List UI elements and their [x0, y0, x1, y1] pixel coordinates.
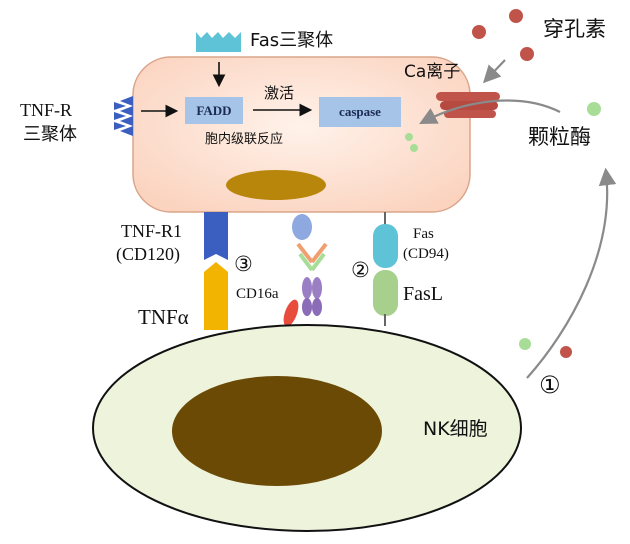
cascade-label: 胞内级联反应: [205, 132, 284, 147]
antigen-blob: [292, 214, 312, 240]
tnfr-trimer-label-line1: TNF-R: [20, 100, 73, 120]
cd16a-label: CD16a: [236, 286, 279, 302]
tnfr1-receptor: [204, 212, 228, 254]
cd16a-receptor: [283, 299, 299, 327]
tnfr-trimer-receptor-body: [114, 102, 126, 130]
tnf-alpha-label: TNFα: [138, 305, 189, 329]
activate-label: 激活: [264, 84, 295, 102]
tnfr1-receptor-tip: [204, 248, 228, 260]
tnfr-trimer-label-line2: 三聚体: [23, 124, 77, 145]
perforin-particle: [472, 25, 486, 39]
perforin-particle: [520, 47, 534, 61]
tnf-alpha-ligand: [204, 262, 228, 330]
fadd-label: FADD: [196, 102, 232, 118]
perforin-label: 穿孔素: [543, 17, 606, 41]
fas-receptor-label-line1: Fas: [413, 226, 434, 242]
perforin-particle: [509, 9, 523, 23]
fadd-box: [185, 97, 243, 124]
caspase-box: [319, 97, 401, 127]
nk-cell-nucleus: [172, 376, 382, 486]
granzyme-particle: [519, 338, 531, 350]
granzyme-particle: [410, 144, 418, 152]
antibody: [296, 242, 328, 316]
granzyme-arrow: [419, 99, 561, 125]
perforin-particle: [560, 346, 572, 358]
perforin-arrow: [482, 59, 506, 84]
fasl-ligand: [373, 270, 398, 316]
fas-receptor: [373, 224, 398, 268]
tnfr1-label-line1: TNF-R1: [121, 221, 183, 241]
target-cell-nucleus: [226, 170, 326, 200]
granzyme-particle: [587, 102, 601, 116]
secretion-arrow: [526, 167, 617, 379]
step-3-marker: ③: [234, 252, 253, 276]
fas-trimer-label: Fas三聚体: [250, 30, 334, 51]
fas-trimer-receptor: [196, 32, 241, 52]
granzyme-particle: [405, 133, 413, 141]
caspase-label: caspase: [339, 104, 381, 119]
fasl-label: FasL: [403, 283, 443, 305]
step-1-marker: ①: [539, 371, 561, 399]
fas-receptor-label-line2: (CD94): [403, 246, 449, 262]
nk-cell-label: NK细胞: [423, 418, 488, 440]
granzyme-label: 颗粒酶: [528, 125, 591, 149]
tnfr1-label-line2: (CD120): [116, 244, 180, 264]
ca-ion-label: Ca离子: [404, 62, 461, 82]
tnfr-trimer-receptor: [120, 96, 133, 136]
step-2-marker: ②: [351, 258, 370, 282]
